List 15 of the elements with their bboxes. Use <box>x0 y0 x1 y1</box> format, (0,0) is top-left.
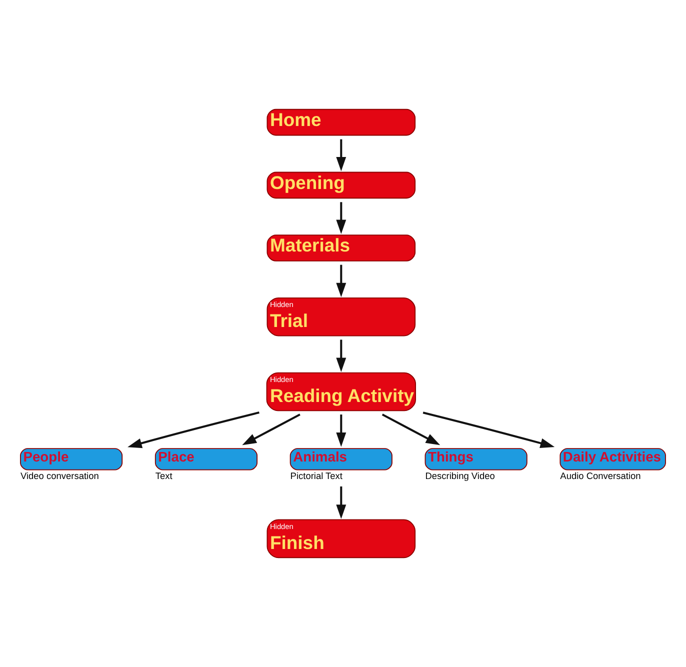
node-label: Audio Conversation <box>560 471 641 482</box>
arrow <box>336 264 346 298</box>
arrow <box>336 340 346 372</box>
arrow <box>382 414 440 446</box>
arrow <box>128 412 260 448</box>
node-label: Text <box>155 471 172 482</box>
node-label: Pictorial Text <box>290 471 343 482</box>
arrow <box>242 414 300 446</box>
node-label: Describing Video <box>425 471 495 482</box>
node-label: Video conversation <box>20 471 99 482</box>
arrow <box>336 139 346 172</box>
arrow <box>336 202 346 234</box>
arrow <box>336 486 346 519</box>
arrow <box>422 412 555 448</box>
arrow <box>336 414 346 447</box>
